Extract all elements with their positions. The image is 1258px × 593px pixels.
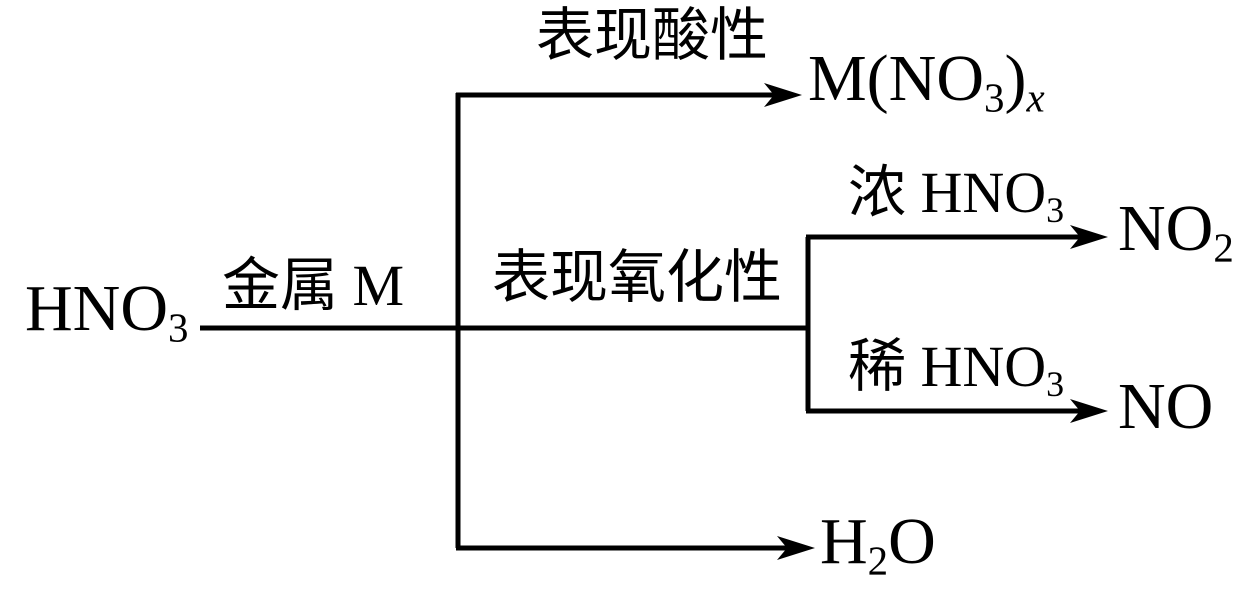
dilute-arrowhead-icon xyxy=(1070,399,1108,423)
water-formula-h: H xyxy=(820,505,868,578)
water-subscript: 2 xyxy=(867,538,889,584)
acidic-behaviour-label: 表现酸性 xyxy=(536,3,769,68)
dilute-label-subscript: 3 xyxy=(1046,364,1065,405)
hno3-formula-text: HNO xyxy=(25,272,168,345)
salt-subscript-3: 3 xyxy=(984,75,1005,121)
oxidizing-behaviour-label: 表现氧化性 xyxy=(492,245,783,310)
no-product-node: NO xyxy=(1118,374,1213,440)
no2-formula-text: NO xyxy=(1118,192,1214,265)
hno3-subscript: 3 xyxy=(168,305,189,351)
no-formula-text: NO xyxy=(1118,370,1214,443)
concentrated-hno3-label: 浓 HNO3 xyxy=(848,164,1064,229)
metal-m-condition-label: 金属 M xyxy=(222,253,405,318)
water-formula-o: O xyxy=(888,505,936,578)
salt-subscript-x: x xyxy=(1026,75,1045,121)
concentrated-label-subscript: 3 xyxy=(1046,190,1065,231)
dilute-hno3-label: 稀 HNO3 xyxy=(848,338,1064,403)
concentrated-label-text: 浓 HNO xyxy=(848,160,1047,225)
water-product-node: H2O xyxy=(820,509,936,582)
salt-formula-text: M(NO xyxy=(808,42,984,115)
no2-subscript: 2 xyxy=(1213,225,1234,271)
no2-product-node: NO2 xyxy=(1118,196,1234,269)
acidic-arrowhead-icon xyxy=(764,83,802,107)
hno3-reactant-node: HNO3 xyxy=(25,276,188,349)
salt-close-paren: ) xyxy=(1004,42,1027,115)
dilute-label-text: 稀 HNO xyxy=(848,334,1047,399)
concentrated-arrowhead-icon xyxy=(1070,225,1108,249)
nitrate-salt-node: M(NO3)x xyxy=(808,46,1045,119)
water-arrowhead-icon xyxy=(777,536,815,560)
